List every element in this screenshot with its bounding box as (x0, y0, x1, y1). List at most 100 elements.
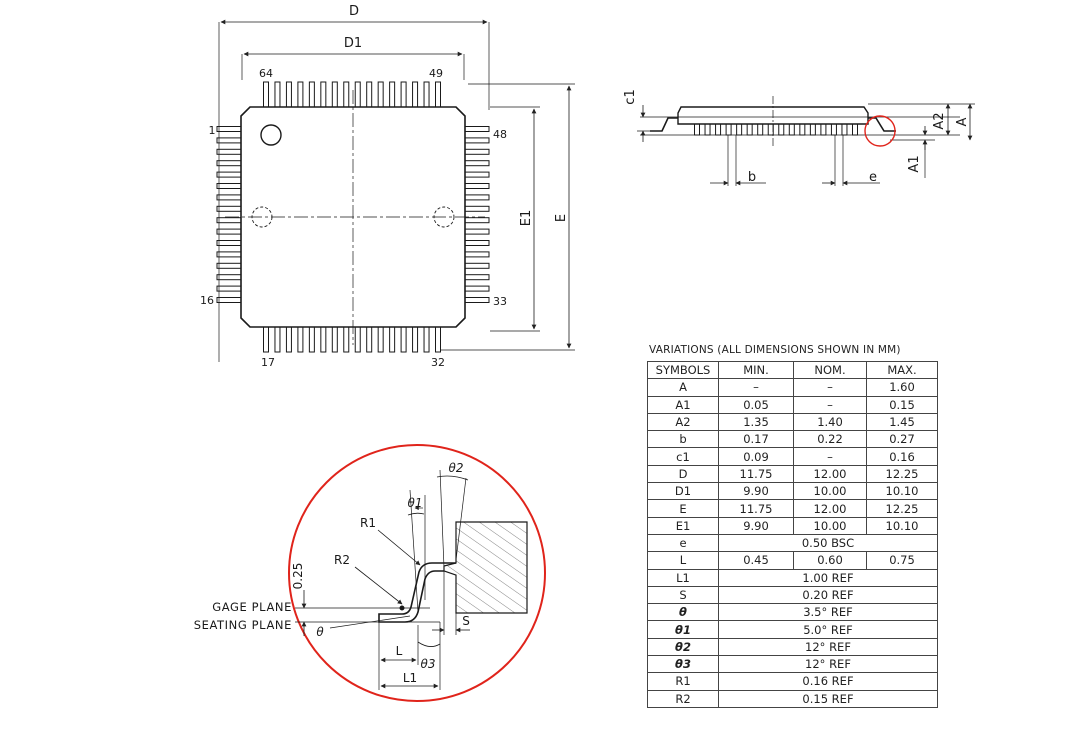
pin (308, 326, 315, 353)
detail-view (288, 444, 546, 702)
label-gage-plane: GAGE PLANE (212, 600, 292, 614)
value-span-cell: 0.15 REF (718, 689, 938, 708)
nom-cell: 1.40 (793, 412, 867, 432)
symbol-cell: θ (647, 603, 719, 622)
pin (216, 285, 242, 292)
header-min: MIN. (718, 360, 794, 380)
side-lead (704, 123, 711, 136)
pin (331, 326, 338, 353)
label-c1: c1 (623, 89, 638, 104)
label-theta: θ (316, 625, 324, 639)
max-cell: 0.15 (866, 395, 938, 414)
min-cell: 9.90 (718, 482, 794, 501)
label-A: A (955, 117, 970, 126)
symbol-cell: S (647, 585, 719, 605)
value-span-cell: 0.50 BSC (718, 533, 938, 553)
value-span-cell: 12° REF (718, 637, 938, 657)
dim-E-label: E (554, 214, 569, 222)
min-cell: 11.75 (718, 499, 794, 518)
nom-cell: 10.00 (793, 516, 867, 535)
pin (377, 326, 384, 353)
pin1-marker (260, 124, 282, 146)
symbol-cell: E (647, 499, 719, 518)
table-row: A––1.60 (647, 378, 938, 397)
pin-numbers: 64 49 1 48 16 33 17 32 (200, 67, 507, 369)
pin (464, 228, 490, 235)
max-cell: 0.27 (866, 430, 938, 449)
symbol-cell: A (647, 378, 719, 397)
pin (285, 326, 292, 353)
pin (464, 194, 490, 201)
package-body-section (443, 521, 528, 614)
max-cell: 0.75 (866, 551, 938, 570)
max-cell: 0.16 (866, 447, 938, 466)
side-lead (788, 123, 795, 136)
label-R1: R1 (360, 516, 376, 530)
pin (216, 171, 242, 178)
pin (389, 326, 396, 353)
pin (464, 251, 490, 258)
pin (331, 81, 338, 108)
pin (354, 326, 361, 353)
max-cell: 1.45 (866, 412, 938, 432)
pins-top (263, 81, 441, 108)
side-view (637, 96, 975, 186)
label-0-25: 0.25 (291, 563, 305, 590)
symbol-cell: E1 (647, 516, 719, 535)
label-L: L (396, 644, 403, 658)
symbol-cell: A2 (647, 412, 719, 432)
min-cell: 9.90 (718, 516, 794, 535)
pin (400, 81, 407, 108)
label-S: S (462, 614, 470, 628)
pin (464, 240, 490, 246)
pin (274, 326, 281, 353)
value-span-cell: 12° REF (718, 655, 938, 674)
value-span-cell: 0.16 REF (718, 672, 938, 691)
pin (216, 160, 242, 167)
pin (377, 81, 384, 108)
max-cell: 12.25 (866, 499, 938, 518)
value-span-cell: 3.5° REF (718, 603, 938, 622)
pin (216, 183, 242, 189)
nom-cell: 10.00 (793, 482, 867, 501)
pin-label-64: 64 (259, 67, 273, 80)
pin-label-48: 48 (493, 128, 507, 141)
pin (464, 183, 490, 189)
pin (216, 251, 242, 258)
pin (464, 297, 490, 303)
label-R2: R2 (334, 553, 350, 567)
side-lead (725, 123, 732, 136)
pin (216, 262, 242, 269)
dim-D1-label: D1 (344, 36, 362, 51)
pins-left (216, 126, 242, 303)
min-cell: – (718, 378, 794, 397)
top-view-labels: D D1 E1 E (344, 4, 569, 226)
min-cell: 11.75 (718, 464, 794, 484)
side-lead (715, 123, 722, 136)
dim-D-label: D (349, 4, 359, 19)
side-lead (841, 123, 848, 136)
side-lead (820, 123, 827, 136)
detail-view-labels: θ2 θ1 R1 R2 0.25 GAGE PLANE SEATING PLAN… (194, 461, 470, 685)
dim-E1-label: E1 (519, 210, 534, 227)
pin (216, 240, 242, 246)
pin (464, 137, 490, 144)
pins-right (464, 126, 490, 303)
symbol-cell: R1 (647, 672, 719, 691)
pin (216, 217, 242, 224)
label-seating-plane: SEATING PLANE (194, 618, 292, 632)
header-nom: NOM. (793, 360, 867, 380)
header-max: MAX. (866, 360, 938, 380)
